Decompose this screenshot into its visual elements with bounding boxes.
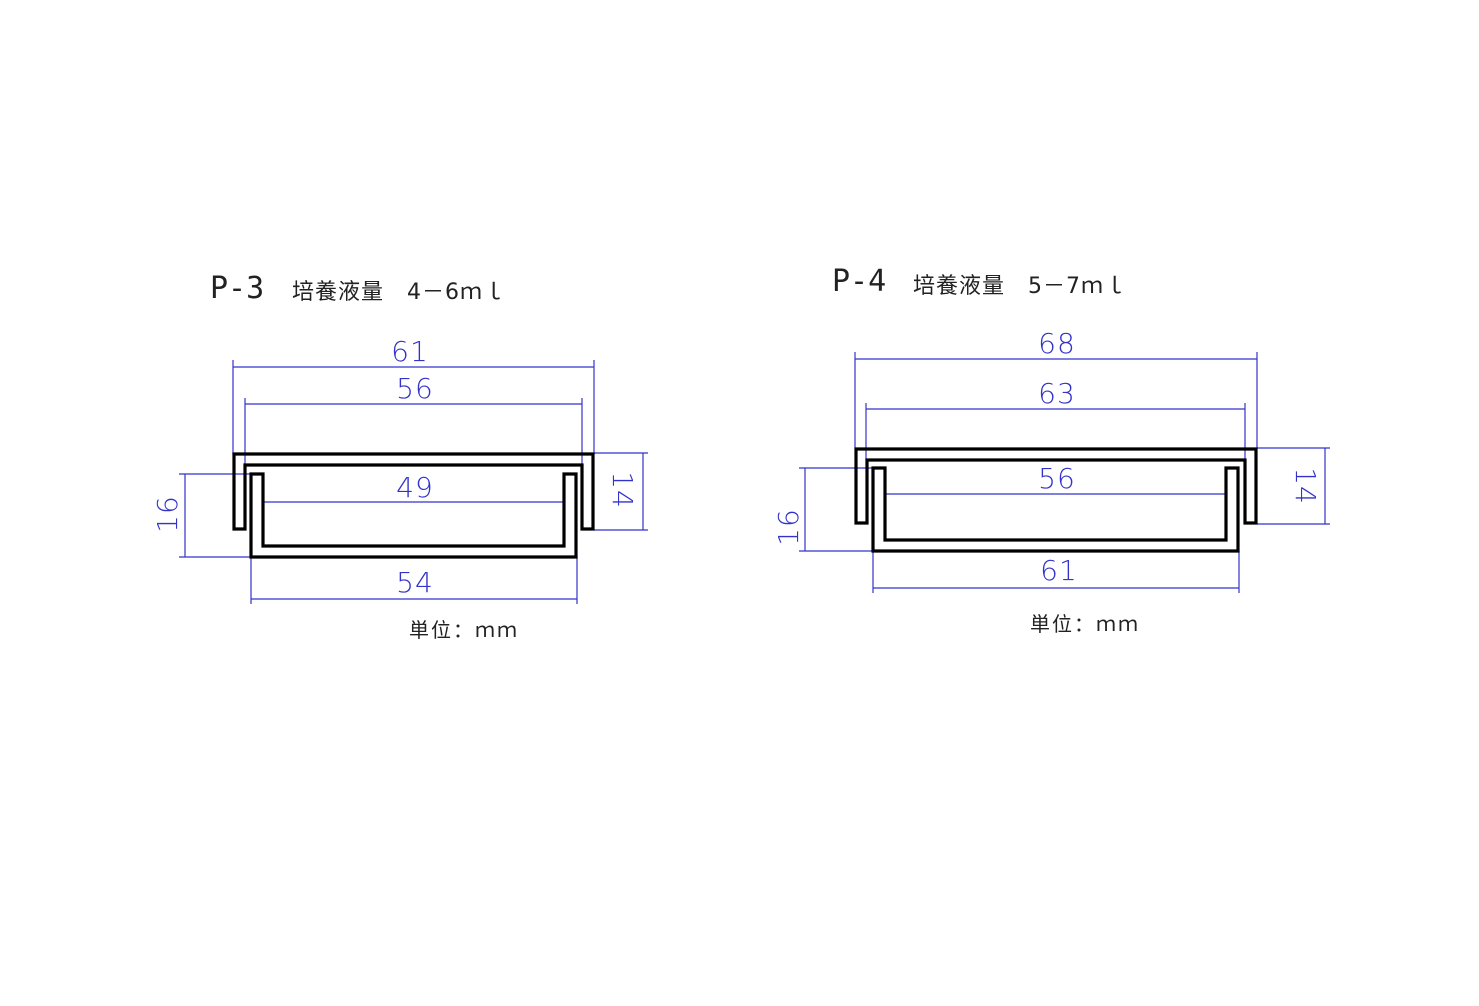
- p3-dim-lid-height: 14: [606, 471, 639, 509]
- p4-dim-total-height: 16: [772, 508, 805, 546]
- p4-dim-lid-inner-width: 63: [1038, 377, 1076, 410]
- p3-dim-base-inner-width: 49: [396, 471, 434, 504]
- p4-dim-lid-outer-width: 68: [1038, 327, 1076, 360]
- p4-dim-base-outer-width: 61: [1040, 554, 1078, 587]
- p3-dim-lid-inner-width: 56: [396, 372, 434, 405]
- part-p4: P-4 培養液量 5－7ｍｌ: [772, 264, 1330, 636]
- part-p4-description: 培養液量 5－7ｍｌ: [913, 274, 1127, 299]
- p4-dim-base-inner-width: 56: [1038, 462, 1076, 495]
- part-p3-dimension-lines: [179, 360, 648, 604]
- part-p3: P-3 培養液量 4－6ｍｌ: [151, 271, 648, 642]
- p4-dim-lid-height: 14: [1289, 467, 1322, 505]
- part-p3-code: P-3: [210, 271, 264, 306]
- part-p4-outline: [854, 447, 1258, 553]
- p3-dim-total-height: 16: [151, 495, 184, 533]
- part-p4-code: P-4: [832, 264, 886, 299]
- part-p3-unit-label: 単位：ｍｍ: [409, 618, 519, 642]
- part-p3-outline: [232, 452, 595, 559]
- p3-dim-lid-outer-width: 61: [391, 335, 429, 368]
- part-p4-unit-label: 単位：ｍｍ: [1030, 612, 1140, 636]
- part-p3-description: 培養液量 4－6ｍｌ: [292, 280, 506, 305]
- p3-dim-base-outer-width: 54: [396, 566, 434, 599]
